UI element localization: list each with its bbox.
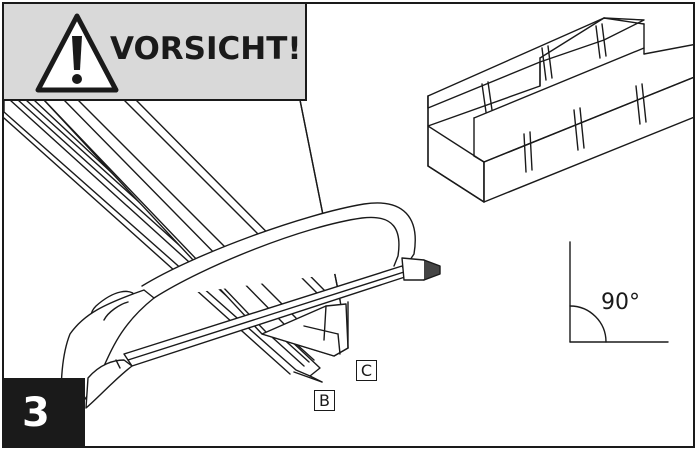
assembly-illustration	[4, 17, 693, 415]
right-angle-symbol	[569, 241, 669, 343]
miter-box	[427, 17, 693, 203]
step-badge: 3	[4, 378, 85, 446]
part-label-b: B	[314, 390, 335, 411]
angle-label: 90°	[601, 290, 640, 315]
instruction-panel: VORSICHT! C B 90° 3	[2, 2, 695, 448]
hacksaw	[60, 202, 441, 415]
part-label-c: C	[356, 360, 377, 381]
step-number: 3	[22, 390, 50, 436]
warning-banner: VORSICHT!	[4, 4, 307, 101]
exclamation-triangle-icon	[35, 13, 119, 93]
warning-text: VORSICHT!	[110, 31, 302, 67]
